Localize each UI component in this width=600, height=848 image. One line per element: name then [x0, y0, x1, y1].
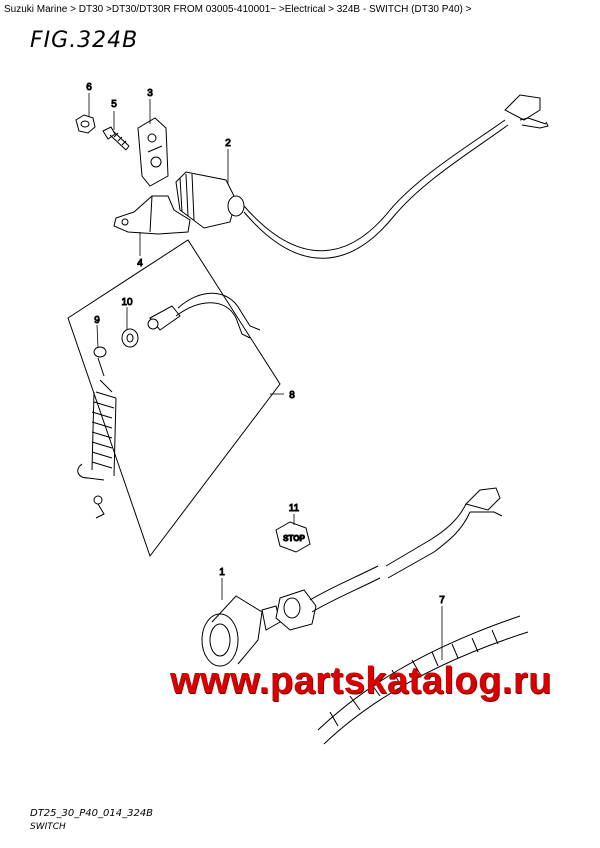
breadcrumb-separator: > — [328, 4, 334, 15]
callout-5: 5 — [111, 99, 117, 110]
part-2-switch[interactable] — [175, 94, 549, 259]
callout-10: 10 — [121, 297, 133, 308]
part-10-fitting[interactable] — [121, 328, 139, 348]
breadcrumb-item-suzuki-marine[interactable]: Suzuki Marine — [4, 4, 68, 15]
breadcrumb-item-dt30[interactable]: DT30 — [78, 4, 104, 15]
callout-9: 9 — [94, 315, 100, 326]
breadcrumb-separator: > — [278, 4, 285, 15]
callout-4: 4 — [137, 258, 143, 269]
stop-label: STOP — [283, 534, 305, 543]
leader-lines — [88, 93, 443, 660]
callout-3: 3 — [147, 88, 153, 99]
callout-7: 7 — [439, 595, 445, 606]
part-7-tube[interactable] — [317, 615, 529, 745]
breadcrumb-separator: > — [465, 4, 472, 15]
part-1-main-switch[interactable] — [201, 487, 503, 667]
callout-6: 6 — [86, 82, 92, 93]
part-9-lanyard[interactable] — [77, 346, 117, 519]
part-3-plate[interactable] — [137, 117, 169, 187]
watermark: www.partskatalog.ru — [170, 660, 552, 702]
part-6-nut[interactable] — [75, 114, 96, 134]
breadcrumb-separator: > — [70, 4, 76, 15]
part-5-bolt[interactable] — [102, 126, 130, 151]
kit-switch[interactable] — [147, 292, 261, 339]
part-8-kit-outline — [67, 239, 281, 558]
callout-8: 8 — [289, 390, 295, 401]
figure-title: FIG.324B — [30, 28, 139, 53]
figure-code: DT25_30_P40_014_324B — [30, 808, 154, 819]
callout-1: 1 — [219, 567, 225, 578]
callout-2: 2 — [225, 138, 231, 149]
figure-name: SWITCH — [30, 822, 66, 832]
breadcrumb-separator: > — [106, 4, 112, 15]
part-4-bracket[interactable] — [113, 195, 191, 235]
breadcrumb-item-switch[interactable]: 324B - SWITCH (DT30 P40) — [336, 4, 463, 15]
part-11-stop-plate[interactable] — [275, 521, 311, 553]
breadcrumb: Suzuki Marine > DT30 >DT30/DT30R FROM 03… — [4, 4, 596, 16]
breadcrumb-item-electrical[interactable]: Electrical — [284, 4, 326, 15]
breadcrumb-item-dt30-range[interactable]: DT30/DT30R FROM 03005-410001~ — [111, 4, 277, 15]
callout-11: 11 — [289, 503, 300, 514]
